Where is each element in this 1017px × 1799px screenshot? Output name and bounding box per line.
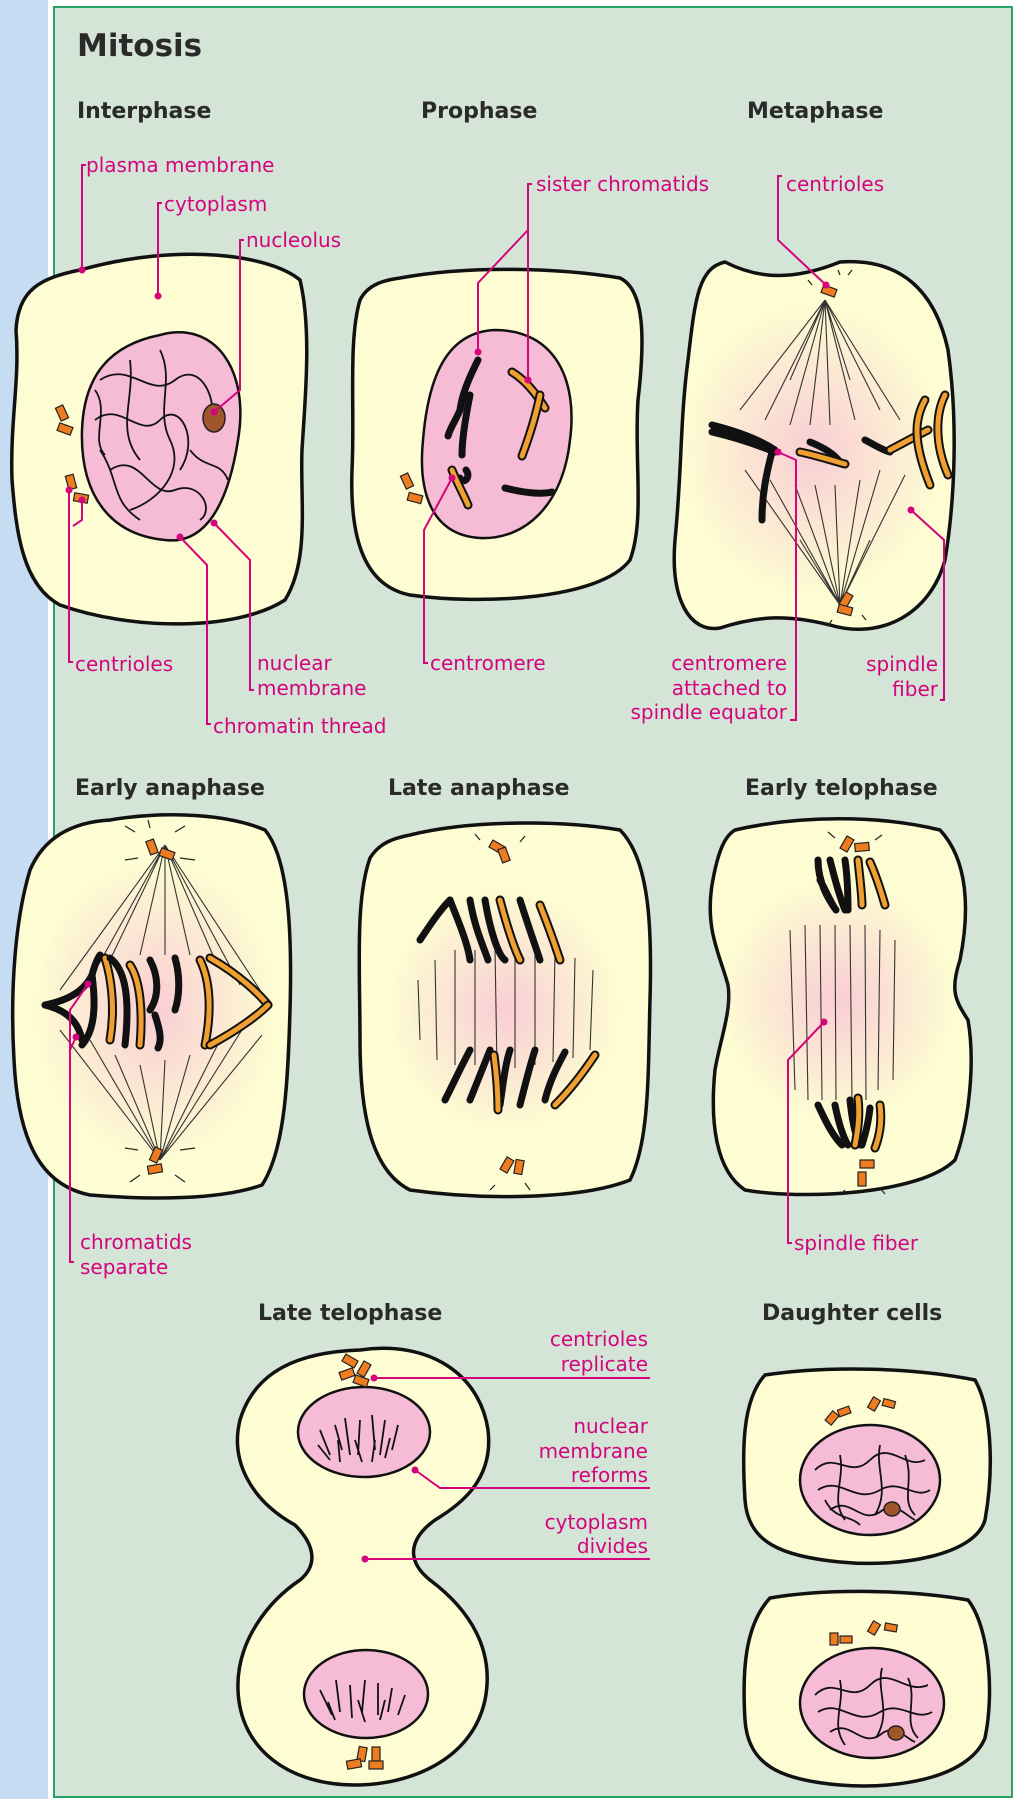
- early-telophase-cell: [710, 819, 971, 1195]
- label-chromatids-separate-1: chromatids: [80, 1230, 192, 1254]
- label-spindle-fiber-metaphase-1: spindle: [866, 652, 938, 676]
- phase-title-late-telophase: Late telophase: [258, 1301, 442, 1326]
- late-telophase-cell: [237, 1348, 488, 1785]
- phase-title-metaphase: Metaphase: [747, 99, 883, 124]
- label-cytoplasm-divides-1: cytoplasm: [545, 1510, 648, 1534]
- prophase-cell: [352, 269, 642, 599]
- label-centrioles-replicate-1: centrioles: [550, 1327, 648, 1351]
- label-centromere: centromere: [430, 651, 546, 675]
- label-nuclear-membrane-2: membrane: [257, 676, 366, 700]
- phase-title-early-telophase: Early telophase: [745, 776, 938, 801]
- label-spindle-fiber-metaphase-2: fiber: [892, 677, 939, 701]
- label-centromere-attached-1: centromere: [671, 651, 787, 675]
- diagram-title: Mitosis: [77, 28, 202, 64]
- label-sister-chromatids: sister chromatids: [536, 172, 709, 196]
- daughter-cell-top: [744, 1369, 991, 1563]
- phase-title-prophase: Prophase: [421, 99, 537, 124]
- early-anaphase-cell: [13, 815, 291, 1198]
- label-chromatin-thread: chromatin thread: [213, 714, 386, 738]
- label-centrioles-replicate-2: replicate: [561, 1352, 648, 1376]
- label-centrioles-interphase: centrioles: [75, 652, 173, 676]
- daughter-cell-bottom: [744, 1591, 989, 1786]
- label-centromere-attached-2: attached to: [672, 676, 787, 700]
- label-chromatids-separate-2: separate: [80, 1255, 168, 1279]
- label-centrioles-metaphase: centrioles: [786, 172, 884, 196]
- label-nuclear-membrane-reforms-3: reforms: [571, 1463, 648, 1487]
- label-nuclear-membrane-reforms-1: nuclear: [573, 1414, 648, 1438]
- label-cytoplasm-divides-2: divides: [577, 1534, 648, 1558]
- label-centromere-attached-3: spindle equator: [631, 700, 788, 724]
- late-anaphase-cell: [359, 823, 650, 1197]
- label-plasma-membrane: plasma membrane: [86, 153, 274, 177]
- interphase-cell: [12, 254, 307, 624]
- label-cytoplasm: cytoplasm: [164, 192, 267, 216]
- label-spindle-fiber-telophase: spindle fiber: [794, 1231, 919, 1255]
- phase-title-interphase: Interphase: [77, 99, 211, 124]
- metaphase-cell: [674, 262, 954, 630]
- phase-title-late-anaphase: Late anaphase: [388, 776, 570, 801]
- label-nuclear-membrane-1: nuclear: [257, 651, 332, 675]
- phase-title-early-anaphase: Early anaphase: [75, 776, 265, 801]
- label-nuclear-membrane-reforms-2: membrane: [539, 1439, 648, 1463]
- phase-title-daughter-cells: Daughter cells: [762, 1301, 942, 1326]
- label-nucleolus: nucleolus: [246, 228, 341, 252]
